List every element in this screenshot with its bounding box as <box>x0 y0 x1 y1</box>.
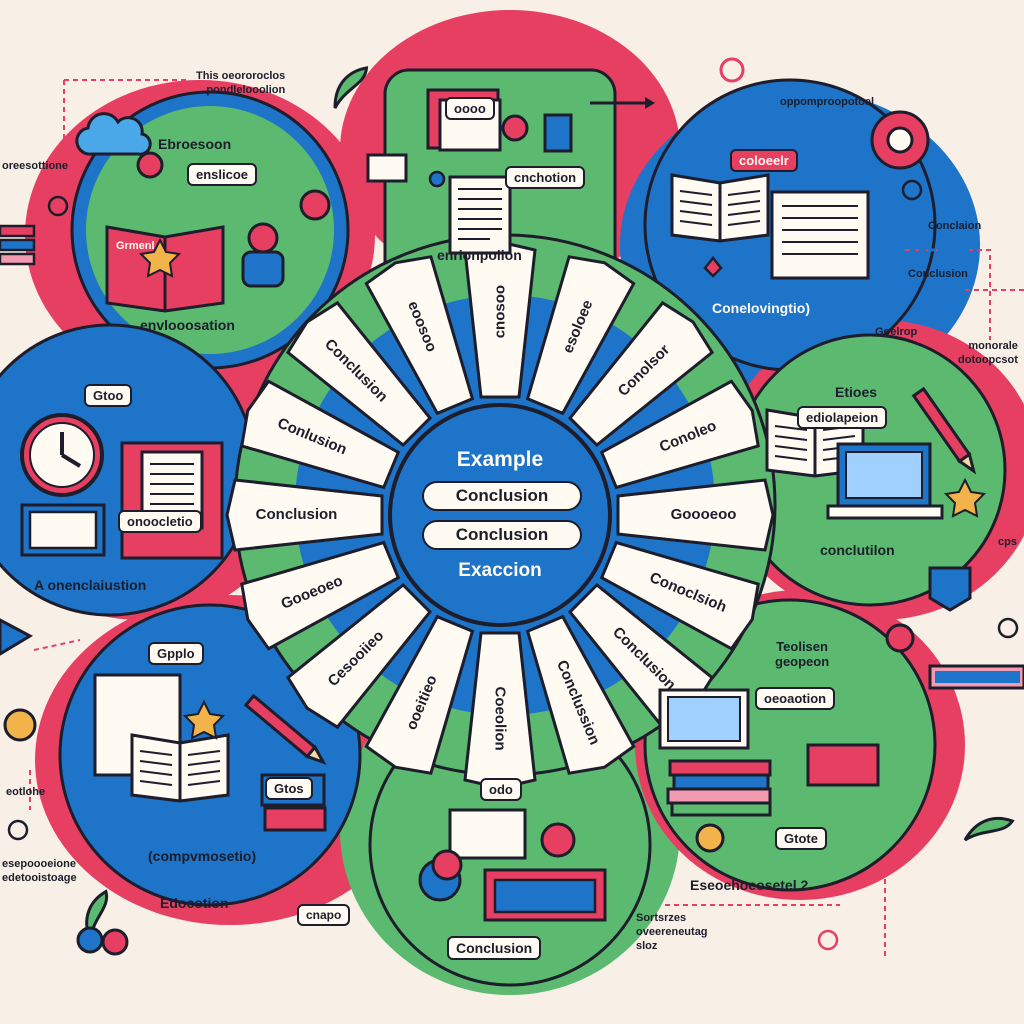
petal <box>567 300 715 448</box>
decorations <box>0 57 1024 956</box>
top-right-caption: Conelovingtio) <box>712 300 810 316</box>
right-title: Etioes <box>835 384 878 400</box>
laptop-icon <box>765 408 944 520</box>
top-center-tag-a: oooo <box>445 97 495 120</box>
arrow-head-icon <box>645 97 655 109</box>
petal <box>616 478 775 552</box>
bottom-right-title: Teolisen geopeon <box>775 639 830 669</box>
bottom-right-tag-a: oeoaotion <box>755 687 836 710</box>
petal-ring <box>225 240 775 790</box>
right-tag: ediolapeion <box>797 406 888 429</box>
bottom-right-tag-b: Gtote <box>775 827 827 850</box>
note-left-3: esepoooeione edetooistoage <box>2 858 77 884</box>
note-left-1: oreesottione <box>2 160 69 172</box>
top-right-tag: coloeelr <box>730 149 798 172</box>
right-caption: conclutilon <box>820 542 895 558</box>
petal <box>225 478 384 552</box>
top-center-tag-b: cnchotion <box>505 166 586 189</box>
petal-label: Goooeoo <box>670 506 737 523</box>
note-right-2: Conclusion <box>908 268 968 280</box>
petal <box>285 582 433 730</box>
petal <box>285 300 433 448</box>
top-left-tag: enslicoe <box>187 163 258 186</box>
bottom-left-caption: (compvmosetio) <box>148 848 257 864</box>
bottom-left-footer: Edocotion <box>160 895 229 911</box>
desk-illustration <box>418 808 607 922</box>
left-tag-b: onoocletio <box>118 510 202 533</box>
bottom-right-footer: Eseoehoeosetel 2 <box>690 877 809 893</box>
top-left-caption: envlooosation <box>140 317 235 333</box>
note-bottom-tag: cnapo <box>297 904 351 926</box>
bottom-center-label: Conclusion <box>447 936 542 960</box>
note-right-4: monorale dotoopcsot <box>958 340 1018 366</box>
center-pill-1: Conclusion <box>422 481 582 511</box>
bottom-left-tag-b: Gtos <box>265 777 313 800</box>
books-illustration <box>670 173 870 280</box>
petal <box>599 379 760 490</box>
petal <box>599 540 760 651</box>
figure-icon <box>136 151 331 288</box>
top-left-title: Ebroesoon <box>158 136 232 152</box>
bottom-center-tag: odo <box>480 778 522 801</box>
left-tag-a: Gtoo <box>84 384 133 407</box>
connector-lines <box>29 79 1024 960</box>
note-right-1: Conclaion <box>928 220 982 232</box>
top-center-caption: enrionpolion <box>437 247 522 263</box>
note-right-5: cps <box>998 536 1017 548</box>
petal <box>525 255 636 416</box>
left-caption: A onenclaiustion <box>34 577 147 593</box>
clock-icon <box>20 413 104 497</box>
center-subtitle: Exaccion <box>458 560 542 581</box>
petal <box>240 379 401 490</box>
petal <box>364 614 475 775</box>
note-top-heading: This oeororoclos pondlelooolion <box>196 70 286 96</box>
top-left-book-label: Grmenl <box>116 240 155 252</box>
note-top-right: oppomproopotoel <box>780 96 875 108</box>
center-title: Example <box>456 448 544 471</box>
petal-label: cnosoo <box>491 284 509 338</box>
petal <box>364 255 475 416</box>
notebook-illustration <box>20 441 224 560</box>
petal <box>240 540 401 651</box>
center-pill-2: Conclusion <box>422 520 582 550</box>
note-right-3: Goelrop <box>875 326 918 338</box>
petal-label: Conclusion <box>255 506 338 523</box>
center-hub <box>388 403 612 627</box>
bottom-left-tag-a: Gpplo <box>148 642 204 665</box>
petal <box>525 614 636 775</box>
petal-label: Coeolion <box>491 686 509 751</box>
computer-illustration <box>658 688 880 853</box>
note-left-2: eotlohe <box>6 786 46 798</box>
note-bottom-right: Sortsrzes oveereneutag sloz <box>636 912 708 952</box>
